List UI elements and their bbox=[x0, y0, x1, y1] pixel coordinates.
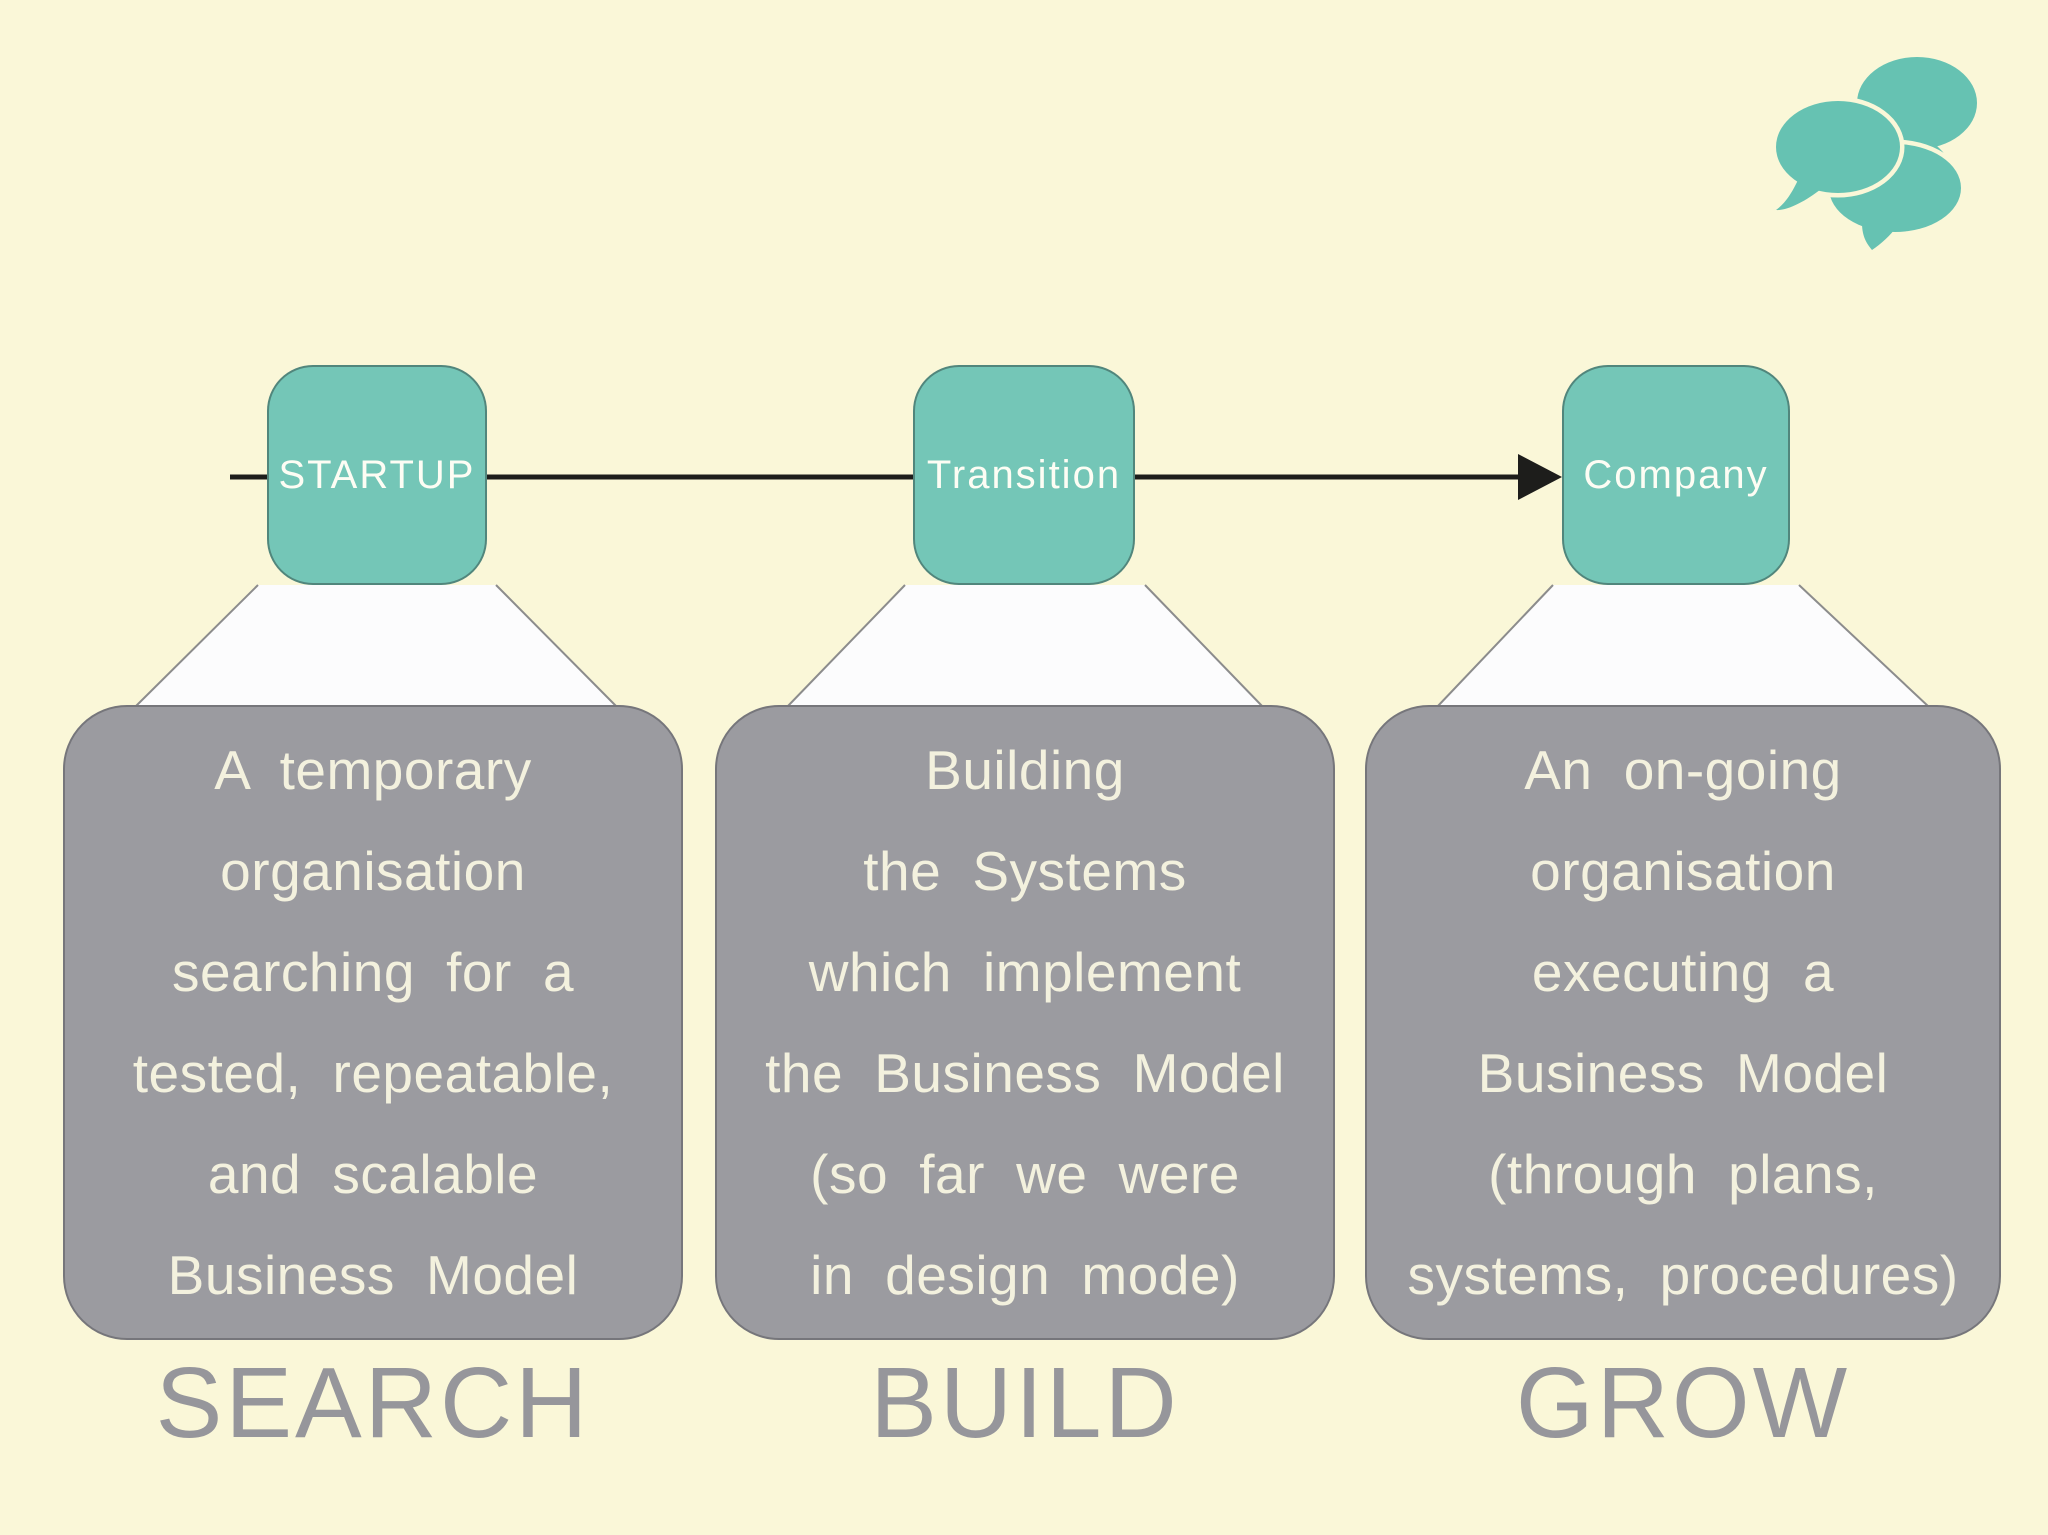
funnel-shape bbox=[1437, 585, 1929, 707]
phase-label-build: BUILD bbox=[870, 1346, 1180, 1459]
funnel-shape bbox=[787, 585, 1263, 707]
description-line: which implement bbox=[808, 940, 1242, 1003]
funnel-shape bbox=[135, 585, 617, 707]
description-line: searching for a bbox=[171, 940, 575, 1003]
description-line: executing a bbox=[1531, 940, 1835, 1003]
arrowhead-icon bbox=[1518, 454, 1562, 500]
description-box-search: A temporary organisation searching for a te… bbox=[63, 705, 683, 1340]
description-line: the Business Model bbox=[765, 1041, 1285, 1104]
phase-label-search: SEARCH bbox=[155, 1346, 591, 1459]
description-box-grow: An on-going organisation executing a Busine… bbox=[1365, 705, 2001, 1340]
description-line: in design mode) bbox=[810, 1243, 1240, 1306]
description-line: tested, repeatable, bbox=[132, 1041, 614, 1104]
funnel-search bbox=[134, 584, 618, 708]
funnel-edge bbox=[786, 584, 906, 708]
funnel-edge bbox=[1798, 584, 1930, 708]
speech-bubbles-logo bbox=[1763, 57, 1977, 257]
node-startup: STARTUP bbox=[267, 365, 487, 585]
speech-bubble-icon bbox=[1763, 96, 1905, 215]
description-line: organisation bbox=[1530, 839, 1836, 902]
phase-label-grow: GROW bbox=[1515, 1346, 1851, 1459]
description-line: A temporary bbox=[214, 738, 532, 801]
funnel-edge bbox=[495, 584, 618, 708]
description-line: and scalable bbox=[207, 1142, 539, 1205]
description-line: An on-going bbox=[1524, 738, 1842, 801]
node-transition: Transition bbox=[913, 365, 1135, 585]
funnel-edge bbox=[134, 584, 259, 708]
funnel-build bbox=[786, 584, 1264, 708]
funnel-grow bbox=[1436, 584, 1930, 708]
funnel-edge bbox=[1144, 584, 1264, 708]
description-line: systems, procedures) bbox=[1407, 1243, 1959, 1306]
description-line: organisation bbox=[220, 839, 526, 902]
description-line: the Systems bbox=[863, 839, 1187, 902]
funnel-edge bbox=[1436, 584, 1554, 708]
description-line: Business Model bbox=[167, 1243, 579, 1306]
description-line: Building bbox=[925, 738, 1125, 801]
description-line: (through plans, bbox=[1488, 1142, 1878, 1205]
description-line: Business Model bbox=[1477, 1041, 1889, 1104]
description-box-build: Building the Systems which implement the Bu… bbox=[715, 705, 1335, 1340]
node-company: Company bbox=[1562, 365, 1790, 585]
description-line: (so far we were bbox=[810, 1142, 1240, 1205]
